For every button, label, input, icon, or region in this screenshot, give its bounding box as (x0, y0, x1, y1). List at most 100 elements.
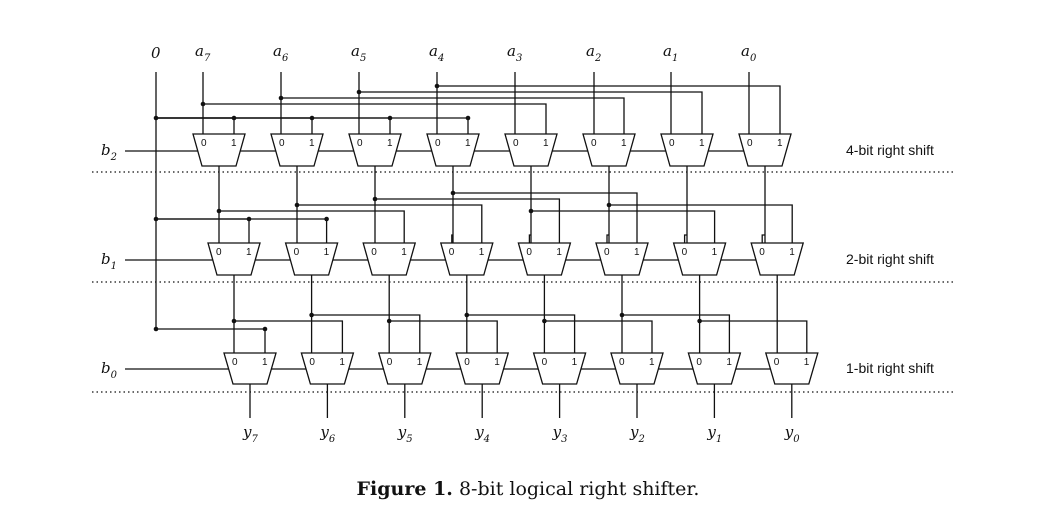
input-label-a1: a1 (663, 42, 678, 64)
mux-in1-label: 1 (339, 357, 345, 368)
output-label-y5: y5 (397, 423, 413, 445)
junction-dots (153, 83, 702, 332)
mux-in1-label: 1 (543, 138, 549, 149)
mux-in1-label: 1 (324, 247, 330, 258)
mux-in1-label: 1 (777, 138, 783, 149)
mux-s1-2 (348, 133, 402, 167)
select-label-b1: b1 (101, 250, 117, 272)
junction-dot (231, 318, 237, 324)
mux-s3-2 (377, 352, 432, 385)
mux-in1-label: 1 (465, 138, 471, 149)
mux-s2-3 (439, 242, 494, 276)
output-label-y0: y0 (784, 423, 800, 445)
mux-in1-label: 1 (804, 357, 810, 368)
input-label-a0: a0 (741, 42, 757, 64)
junction-dot (387, 115, 393, 121)
mux-in0-label: 0 (619, 357, 625, 368)
junction-dot (434, 83, 440, 89)
select-label-b0: b0 (101, 359, 118, 381)
shift-wire (544, 320, 653, 353)
junction-dot (153, 216, 159, 222)
caption-label: Figure 1. (356, 478, 453, 500)
junction-dot (309, 312, 314, 318)
mux-in0-label: 0 (449, 247, 455, 258)
output-label-y7: y7 (242, 423, 258, 445)
mux-s3-6 (687, 352, 742, 385)
mux-in1-label: 1 (262, 357, 268, 368)
mux-s3-0 (223, 352, 277, 385)
mux-s2-7 (750, 242, 805, 276)
shift-wire (622, 314, 731, 353)
junction-dot (153, 326, 159, 332)
junction-dot (386, 318, 392, 324)
junction-dot (465, 115, 471, 121)
input-zero-label: 0 (151, 44, 161, 62)
shift-wire (375, 198, 561, 243)
output-label-y6: y6 (319, 423, 335, 445)
mux-in0-label: 0 (279, 138, 285, 149)
mux-s2-5 (595, 242, 649, 276)
input-label-a7: a7 (195, 42, 211, 64)
mux-in0-label: 0 (387, 357, 393, 368)
mux-in0-label: 0 (232, 357, 238, 368)
mux-in0-label: 0 (294, 247, 300, 258)
junction-dot (278, 95, 284, 101)
mux-in0-label: 0 (604, 247, 610, 258)
stage-label-1: 4-bit right shift (846, 142, 934, 158)
junction-dot (200, 101, 206, 107)
shift-wire (281, 97, 625, 134)
mux-s3-3 (455, 352, 510, 385)
junction-dot (450, 190, 456, 196)
mux-in1-label: 1 (494, 357, 500, 368)
junction-dot (294, 202, 300, 208)
junction-dot (606, 202, 612, 208)
multiplexers (192, 133, 819, 385)
mux-s3-4 (532, 352, 587, 385)
mux-in0-label: 0 (759, 247, 765, 258)
figure-caption: Figure 1. 8-bit logical right shifter. (0, 478, 1056, 500)
junction-dot (262, 326, 268, 332)
jog-wire (528, 234, 531, 243)
input-label-a3: a3 (507, 42, 522, 64)
mux-s2-6 (672, 242, 727, 276)
input-label-a2: a2 (586, 42, 601, 64)
junction-dot (246, 216, 252, 222)
mux-in0-label: 0 (464, 357, 470, 368)
mux-in1-label: 1 (231, 138, 237, 149)
mux-in0-label: 0 (201, 138, 207, 149)
mux-in0-label: 0 (309, 357, 315, 368)
mux-s1-1 (270, 133, 324, 167)
junction-dot (372, 196, 378, 202)
mux-s3-7 (764, 352, 819, 385)
mux-in1-label: 1 (246, 247, 252, 258)
mux-in0-label: 0 (357, 138, 363, 149)
junction-dot (231, 115, 237, 121)
jog-wire (451, 234, 453, 243)
output-label-y1: y1 (706, 423, 722, 445)
mux-s3-5 (610, 352, 664, 385)
output-label-y4: y4 (474, 423, 490, 445)
mux-in0-label: 0 (216, 247, 222, 258)
mux-s2-0 (207, 242, 261, 276)
shift-wire (699, 320, 808, 353)
shift-wire (437, 85, 781, 134)
mux-in1-label: 1 (621, 138, 627, 149)
junction-dot (619, 312, 625, 318)
mux-s2-2 (362, 242, 417, 276)
mux-in1-label: 1 (699, 138, 705, 149)
shift-wire (466, 314, 576, 353)
mux-in1-label: 1 (479, 247, 485, 258)
shift-wire (311, 314, 421, 353)
input-label-a4: a4 (429, 42, 444, 64)
junction-dot (697, 318, 702, 324)
shift-wire (297, 204, 483, 243)
mux-in0-label: 0 (669, 138, 675, 149)
mux-in1-label: 1 (401, 247, 407, 258)
mux-in0-label: 0 (526, 247, 532, 258)
mux-in0-label: 0 (435, 138, 441, 149)
jog-wire (761, 234, 765, 243)
shift-wire (219, 210, 405, 243)
junction-dot (528, 208, 534, 214)
